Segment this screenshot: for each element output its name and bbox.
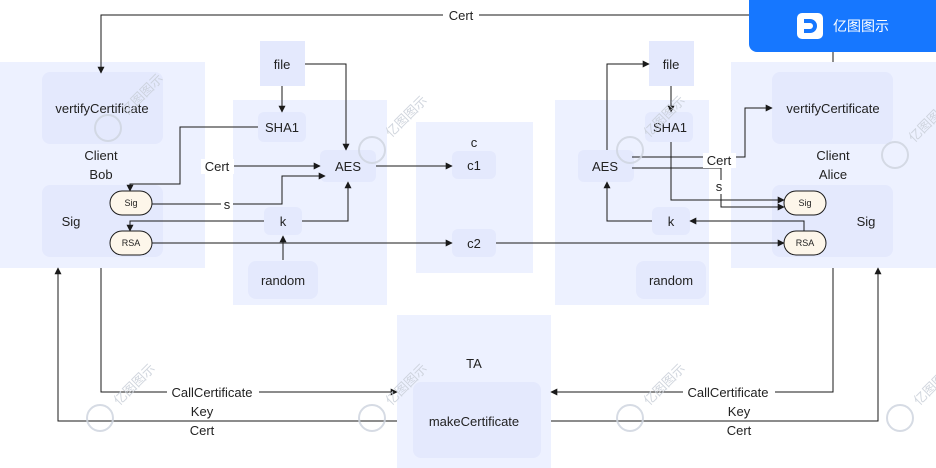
right-k-label: k — [668, 214, 675, 229]
bob-rsa-pill — [109, 230, 153, 256]
ta-make-label: makeCertificate — [429, 414, 519, 429]
svg-text:亿图图示: 亿图图示 — [111, 361, 158, 408]
left-file-node — [260, 41, 305, 86]
edge-label-bottom-left-3: Cert — [190, 423, 215, 438]
edraw-logo-icon — [797, 13, 823, 39]
edge-label-bottom-right-2: Key — [728, 404, 751, 419]
alice-verify-node — [772, 72, 893, 144]
edge-label-bottom-right-3: Cert — [727, 423, 752, 438]
watermark-mark: 亿图图示 — [886, 361, 936, 432]
c1-node — [452, 151, 496, 179]
alice-rsa-pill — [783, 230, 827, 256]
svg-text:亿图图示: 亿图图示 — [641, 361, 688, 408]
edge-label-right-s: s — [716, 179, 723, 194]
left-sha1-node — [258, 112, 306, 142]
alice-sig-block-label: Sig — [857, 214, 876, 229]
edge-label-bottom-left-2: Key — [191, 404, 214, 419]
c-group-title: c — [471, 135, 478, 150]
alice-rsa-pill-label: RSA — [796, 238, 815, 248]
right-file-label: file — [663, 57, 680, 72]
watermark-mark: 亿图图示 — [616, 361, 689, 432]
alice-sig-pill — [783, 190, 827, 216]
right-random-label: random — [649, 273, 693, 288]
c2-node — [452, 229, 496, 257]
left-k-label: k — [280, 214, 287, 229]
edge-label-top-cert: Cert — [449, 8, 474, 23]
left-aes-label: AES — [335, 159, 361, 174]
bob-sig-block-label: Sig — [62, 214, 81, 229]
left-sha1-label: SHA1 — [265, 120, 299, 135]
watermark-mark: 亿图图示 — [86, 361, 159, 432]
right-file-node — [649, 41, 694, 86]
right-sha1-label: SHA1 — [653, 120, 687, 135]
bob-verify-node — [42, 72, 163, 144]
bob-sig-pill — [109, 190, 153, 216]
bob-verify-label: vertifyCertificate — [55, 101, 148, 116]
left-random-node — [248, 261, 318, 299]
edge-label-right-cert: Cert — [707, 153, 732, 168]
alice-group-title-2: Alice — [819, 167, 847, 182]
left-k-node — [264, 207, 302, 235]
alice-group-title-1: Client — [816, 148, 850, 163]
right-random-node — [636, 261, 706, 299]
bob-sig-pill-label: Sig — [124, 198, 137, 208]
bob-group-title-2: Bob — [89, 167, 112, 182]
svg-text:亿图图示: 亿图图示 — [911, 361, 936, 408]
edge-label-left-s: s — [224, 197, 231, 212]
edge-label-left-cert: Cert — [205, 159, 230, 174]
right-aes-label: AES — [592, 159, 618, 174]
left-random-label: random — [261, 273, 305, 288]
alice-sig-pill-label: Sig — [798, 198, 811, 208]
right-sha1-node — [645, 112, 693, 142]
right-k-node — [652, 207, 690, 235]
alice-verify-label: vertifyCertificate — [786, 101, 879, 116]
brand-badge[interactable]: 亿图图示 — [749, 0, 936, 52]
ta-group-title: TA — [466, 356, 482, 371]
ta-make-node — [413, 382, 541, 458]
edge-label-bottom-right-1: CallCertificate — [688, 385, 769, 400]
c1-label: c1 — [467, 158, 481, 173]
edge-label-bottom-left-1: CallCertificate — [172, 385, 253, 400]
c2-label: c2 — [467, 236, 481, 251]
left-file-label: file — [274, 57, 291, 72]
bob-rsa-pill-label: RSA — [122, 238, 141, 248]
bob-group-title-1: Client — [84, 148, 118, 163]
brand-name: 亿图图示 — [833, 19, 889, 35]
